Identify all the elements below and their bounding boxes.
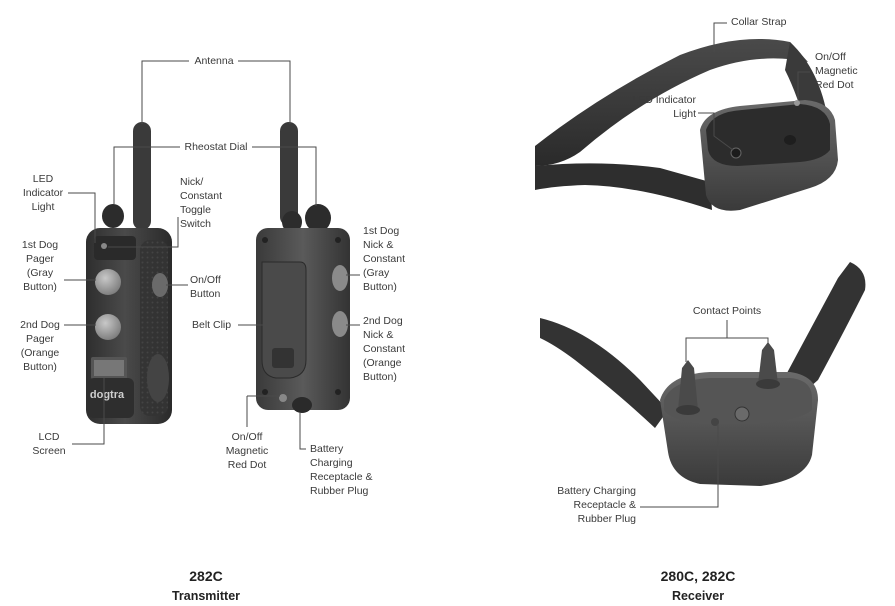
receiver-collar-top — [535, 38, 838, 211]
transmitter-front: dogtra — [86, 122, 172, 424]
label-on-off-magnetic-transmitter: On/Off Magnetic Red Dot — [225, 431, 269, 471]
transmitter-back-screw-tr — [335, 237, 341, 243]
label-nick-constant-toggle: Nick/ Constant Toggle Switch — [180, 176, 223, 230]
collar-strap-lower — [535, 163, 712, 210]
label-rheostat-dial: Rheostat Dial — [184, 141, 248, 153]
transmitter-front-logo-plate — [88, 378, 134, 418]
receiver-top-magnetic-dot — [794, 100, 800, 106]
transmitter-back-screw-tl — [262, 237, 268, 243]
transmitter-front-top-panel — [94, 236, 136, 260]
caption-transmitter-name: Transmitter — [171, 589, 241, 603]
receiver-bottom-screw — [711, 418, 719, 426]
receiver-strap-left — [540, 318, 668, 428]
caption-transmitter-model: 282C — [189, 568, 223, 584]
label-first-dog-pager: 1st Dog Pager (Gray Button) — [21, 239, 59, 293]
label-collar-strap: Collar Strap — [731, 16, 787, 28]
transmitter-back-knob-right — [305, 204, 331, 232]
transmitter-back-knob-left — [282, 211, 302, 233]
label-on-off-button: On/Off Button — [190, 274, 221, 300]
caption-receiver-model: 280C, 282C — [660, 568, 736, 584]
contact-point-right-base — [756, 379, 780, 389]
label-battery-charging-receiver: Battery Charging Receptacle & Rubber Plu… — [557, 485, 636, 525]
transmitter-back-screw-bl — [262, 389, 268, 395]
label-first-dog-nick-constant: 1st Dog Nick & Constant (Gray Button) — [363, 225, 406, 293]
label-led-indicator-receiver: LED Indicator Light — [632, 94, 696, 120]
label-lcd-screen: LCD Screen — [32, 431, 66, 457]
transmitter-front-side-pad — [147, 354, 169, 402]
transmitter-back-antenna — [280, 122, 298, 226]
transmitter-front-gray-button — [95, 269, 121, 295]
transmitter-front-rheostat-knob — [102, 204, 124, 228]
transmitter-front-lcd-glass — [94, 360, 124, 376]
label-led-indicator-transmitter: LED Indicator Light — [22, 173, 64, 213]
receiver-strap-right — [780, 262, 866, 396]
label-second-dog-nick-constant: 2nd Dog Nick & Constant (Orange Button) — [363, 315, 406, 383]
label-second-dog-pager: 2nd Dog Pager (Orange Button) — [20, 319, 60, 373]
transmitter-front-onoff-button — [152, 273, 168, 297]
transmitter-back-clip-slot — [272, 348, 294, 368]
receiver-bottom-top-face — [664, 378, 812, 424]
leader-lines — [64, 22, 810, 508]
contact-point-left-base — [676, 405, 700, 415]
receiver-bottom-charging-plug — [734, 406, 750, 422]
label-antenna: Antenna — [194, 55, 234, 67]
receiver-collar-bottom — [540, 262, 866, 486]
transmitter-front-antenna — [133, 122, 151, 230]
contact-point-left — [678, 360, 698, 410]
label-belt-clip: Belt Clip — [192, 319, 232, 331]
transmitter-front-orange-button — [95, 314, 121, 340]
transmitter-back-orange-button — [332, 311, 348, 337]
transmitter-front-led — [101, 243, 107, 249]
transmitter-front-brand: dogtra — [90, 389, 125, 401]
contact-point-right — [758, 342, 778, 384]
receiver-top-face — [706, 104, 830, 166]
transmitter-back — [256, 122, 350, 413]
label-contact-points: Contact Points — [692, 305, 762, 317]
collar-strap-upper — [535, 38, 808, 166]
label-battery-charging-transmitter: Battery Charging Receptacle & Rubber Plu… — [310, 443, 373, 497]
transmitter-back-screw-br — [335, 389, 341, 395]
transmitter-back-gray-button — [332, 265, 348, 291]
receiver-top-contact — [784, 135, 796, 145]
caption-receiver-name: Receiver — [671, 589, 725, 603]
transmitter-back-charging-plug — [292, 397, 312, 413]
label-on-off-magnetic-receiver: On/Off Magnetic Red Dot — [815, 51, 858, 91]
transmitter-back-magnetic-dot — [279, 394, 287, 402]
receiver-top-led — [730, 147, 742, 159]
